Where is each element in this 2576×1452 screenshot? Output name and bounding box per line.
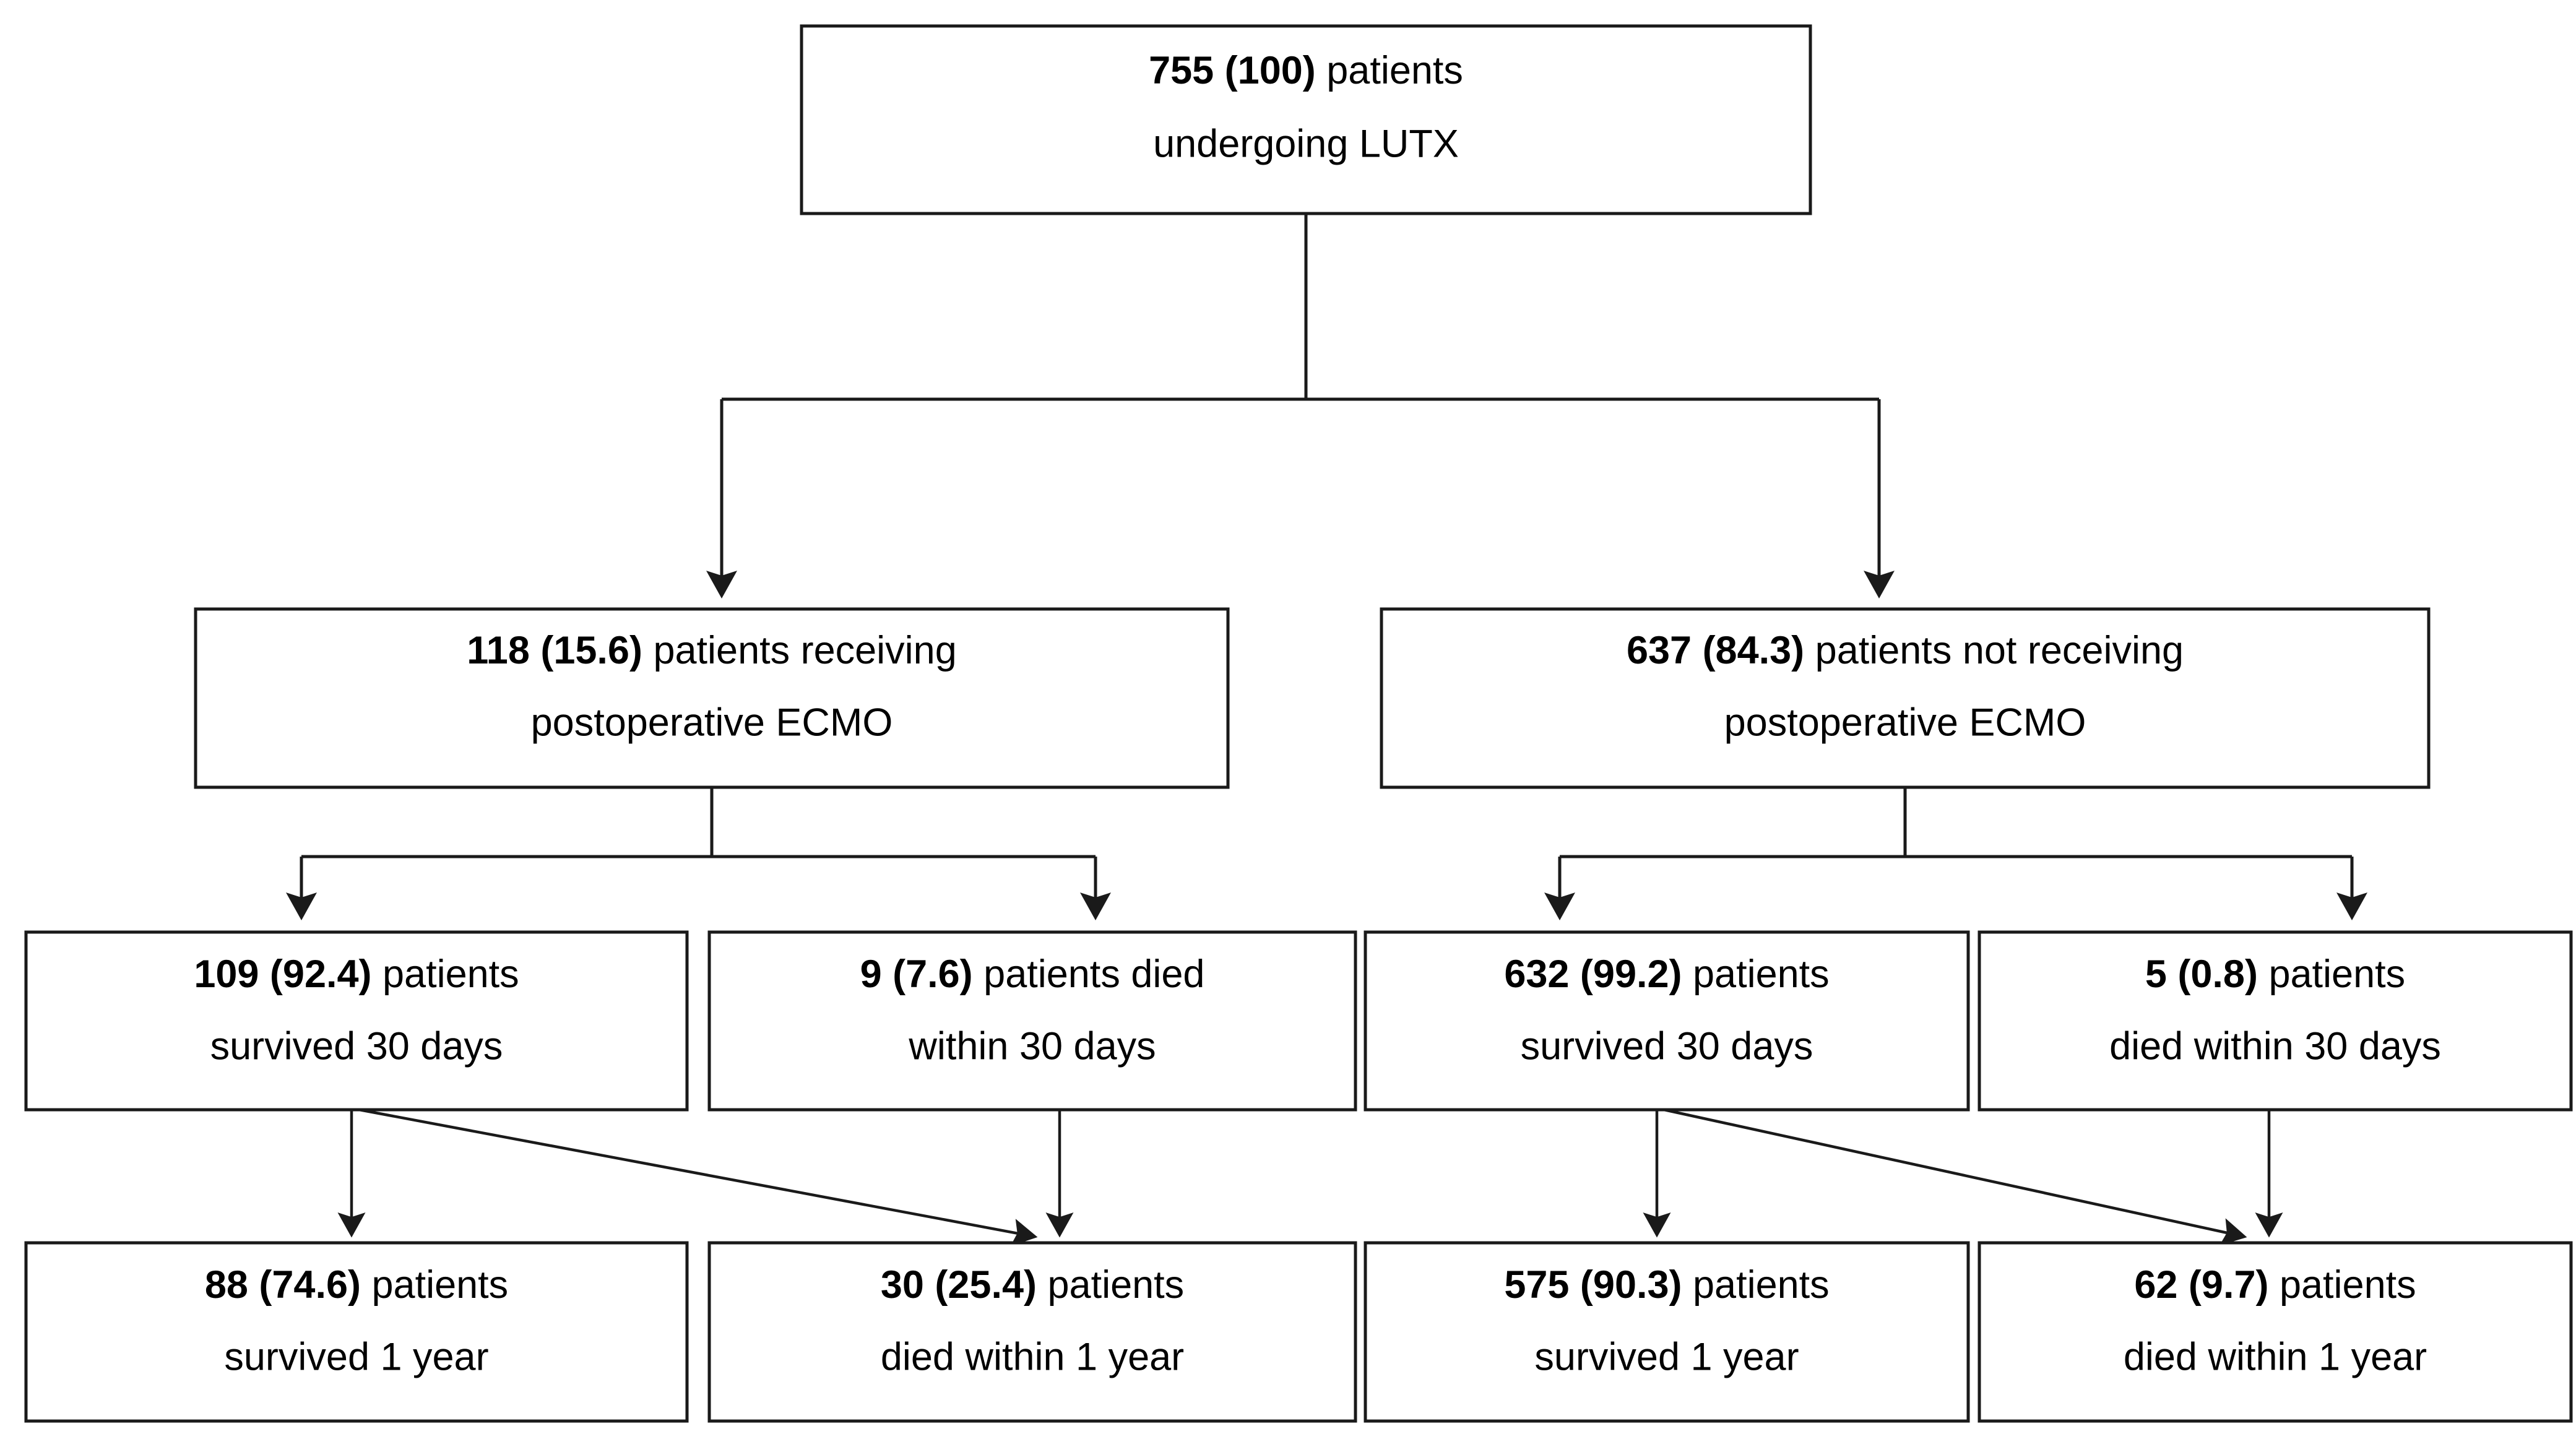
node-ecmo-no-line1: 637 (84.3) patients not receiving — [1627, 629, 2184, 672]
node-ecmo-yes: 118 (15.6) patients receiving postoperat… — [194, 607, 1230, 789]
arrow-survived30d-to-died1y-diagonal — [355, 1107, 1038, 1247]
node-ecmo-yes-died-30d-line1: 9 (7.6) patients died — [860, 953, 1205, 996]
connector-level3-to-level4-left — [337, 1107, 1074, 1247]
node-ecmo-yes-died-30d-line2: within 30 days — [908, 1025, 1156, 1068]
node-ecmo-no-died-30d-box — [1977, 930, 2573, 1112]
node-ecmo-yes-survived-30d-box — [24, 930, 689, 1112]
node-ecmo-no-died-30d-line2: died within 30 days — [2109, 1025, 2441, 1068]
node-ecmo-no-died-1y-box — [1977, 1241, 2573, 1423]
node-ecmo-yes-died-1y-line1: 30 (25.4) patients — [881, 1263, 1184, 1307]
node-ecmo-yes-died-1y: 30 (25.4) patients died within 1 year — [707, 1241, 1357, 1423]
node-ecmo-no: 637 (84.3) patients not receiving postop… — [1380, 607, 2431, 789]
node-ecmo-yes-survived-1y-box — [24, 1241, 689, 1423]
node-ecmo-no-died-1y-line2: died within 1 year — [2124, 1336, 2427, 1379]
node-ecmo-no-survived-1y: 575 (90.3) patients survived 1 year — [1364, 1241, 1970, 1423]
node-ecmo-yes-box — [194, 607, 1230, 789]
node-ecmo-no-died-30d-line1: 5 (0.8) patients — [2145, 953, 2405, 996]
node-ecmo-no-survived-1y-box — [1364, 1241, 1970, 1423]
node-ecmo-yes-died-1y-line2: died within 1 year — [881, 1336, 1184, 1379]
node-ecmo-no-box — [1380, 607, 2431, 789]
node-ecmo-no-survived-1y-line2: survived 1 year — [1534, 1336, 1799, 1379]
node-ecmo-no-survived-30d-line1: 632 (99.2) patients — [1504, 953, 1829, 996]
node-ecmo-no-survived-30d: 632 (99.2) patients survived 30 days — [1364, 930, 1970, 1112]
connector-level3-to-level4-right — [1643, 1107, 2283, 1246]
node-ecmo-yes-line1: 118 (15.6) patients receiving — [467, 629, 957, 672]
node-ecmo-no-survived-30d-line2: survived 30 days — [1521, 1025, 1813, 1068]
connector-ecmo-no-to-level3 — [1544, 787, 2367, 920]
node-root-box — [800, 24, 1812, 215]
node-ecmo-no-survived-1y-line1: 575 (90.3) patients — [1504, 1263, 1829, 1307]
node-ecmo-yes-died-30d: 9 (7.6) patients died within 30 days — [707, 930, 1357, 1112]
node-ecmo-no-died-30d: 5 (0.8) patients died within 30 days — [1977, 930, 2573, 1112]
node-ecmo-yes-survived-1y-line1: 88 (74.6) patients — [205, 1263, 508, 1307]
connector-ecmo-yes-to-level3 — [286, 787, 1111, 920]
node-ecmo-yes-survived-30d: 109 (92.4) patients survived 30 days — [24, 930, 689, 1112]
node-ecmo-yes-died-1y-box — [707, 1241, 1357, 1423]
node-root: 755 (100) patients undergoing LUTX — [800, 24, 1812, 215]
node-ecmo-yes-survived-1y-line2: survived 1 year — [224, 1336, 488, 1379]
node-ecmo-yes-survived-30d-line2: survived 30 days — [210, 1025, 503, 1068]
node-root-line1: 755 (100) patients — [1149, 49, 1463, 92]
node-ecmo-no-died-1y: 62 (9.7) patients died within 1 year — [1977, 1241, 2573, 1423]
arrow-survived30d-no-to-died1y-diagonal — [1661, 1107, 2247, 1246]
node-ecmo-yes-died-30d-box — [707, 930, 1357, 1112]
node-ecmo-no-died-1y-line1: 62 (9.7) patients — [2134, 1263, 2416, 1307]
node-ecmo-no-line2: postoperative ECMO — [1724, 701, 2086, 745]
node-ecmo-yes-line2: postoperative ECMO — [531, 701, 893, 745]
node-ecmo-yes-survived-1y: 88 (74.6) patients survived 1 year — [24, 1241, 689, 1423]
node-root-line2: undergoing LUTX — [1153, 123, 1459, 166]
connector-root-to-level2 — [706, 214, 1895, 599]
node-ecmo-yes-survived-30d-line1: 109 (92.4) patients — [194, 953, 519, 996]
node-ecmo-no-survived-30d-box — [1364, 930, 1970, 1112]
